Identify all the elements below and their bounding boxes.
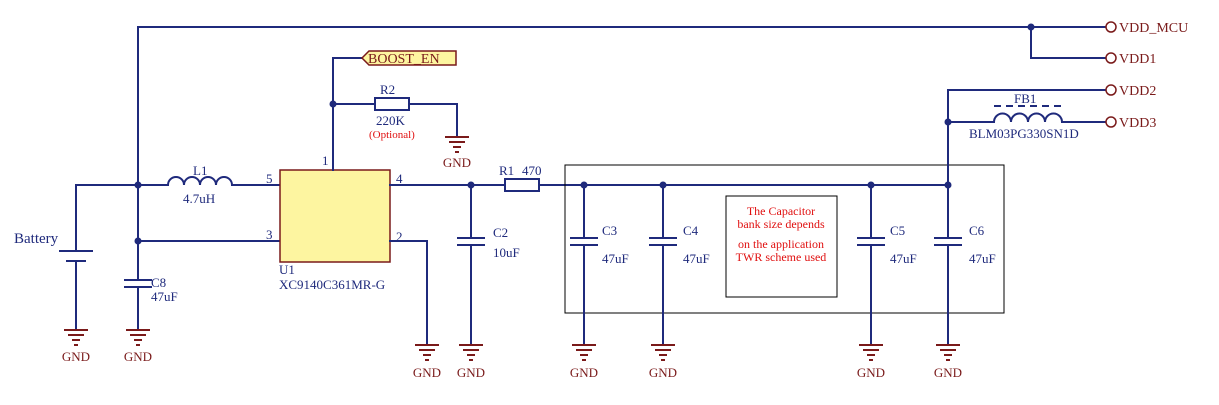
capacitor-c4: C4 47uF — [649, 184, 710, 346]
battery-label: Battery — [14, 231, 59, 247]
net-port-vdd2: VDD2 — [1105, 84, 1156, 99]
svg-text:GND: GND — [62, 349, 90, 364]
capacitor-c2: C2 10uF — [457, 184, 520, 346]
svg-text:The Capacitor: The Capacitor — [747, 204, 815, 218]
svg-text:GND: GND — [124, 349, 152, 364]
net-port-vdd3: VDD3 — [1105, 116, 1156, 131]
svg-text:470: 470 — [522, 163, 542, 178]
svg-text:VDD2: VDD2 — [1119, 84, 1156, 99]
ground-symbol: GND — [934, 344, 962, 380]
svg-text:GND: GND — [934, 365, 962, 380]
capacitor-c8: C8 47uF — [124, 184, 178, 331]
svg-text:(Optional): (Optional) — [369, 129, 415, 141]
svg-text:47uF: 47uF — [890, 251, 917, 266]
svg-text:47uF: 47uF — [602, 251, 629, 266]
capacitor-bank-note: The Capacitor bank size depends on the a… — [725, 195, 838, 298]
svg-text:10uF: 10uF — [493, 245, 520, 260]
svg-text:4: 4 — [396, 171, 403, 186]
svg-text:C2: C2 — [493, 225, 508, 240]
svg-text:C5: C5 — [890, 223, 905, 238]
svg-text:on the application: on the application — [738, 237, 824, 251]
capacitor-c3: C3 47uF — [570, 184, 629, 346]
svg-text:TWR scheme used: TWR scheme used — [736, 250, 827, 264]
svg-text:VDD3: VDD3 — [1119, 116, 1156, 131]
svg-text:L1: L1 — [193, 163, 207, 178]
svg-text:VDD_MCU: VDD_MCU — [1119, 21, 1188, 36]
svg-text:4.7uH: 4.7uH — [183, 191, 215, 206]
svg-text:R1: R1 — [499, 163, 514, 178]
ground-symbol: GND — [124, 329, 152, 364]
ground-symbol: GND — [443, 136, 471, 170]
capacitor-c5: C5 47uF — [857, 184, 917, 346]
svg-text:XC9140C361MR-G: XC9140C361MR-G — [279, 277, 385, 292]
svg-text:FB1: FB1 — [1014, 91, 1036, 106]
svg-text:VDD1: VDD1 — [1119, 52, 1156, 67]
svg-text:U1: U1 — [279, 262, 295, 277]
svg-text:GND: GND — [570, 365, 598, 380]
vdd-rail — [137, 23, 1106, 186]
net-port-vdd1: VDD1 — [1105, 52, 1156, 67]
svg-text:R2: R2 — [380, 82, 395, 97]
battery-symbol: Battery — [14, 184, 139, 331]
ground-symbol: GND — [62, 329, 90, 364]
ground-symbol: GND — [457, 344, 485, 380]
svg-text:GND: GND — [443, 155, 471, 170]
net-port-vdd-mcu: VDD_MCU — [1105, 21, 1188, 36]
svg-text:GND: GND — [649, 365, 677, 380]
ground-symbol: GND — [413, 344, 441, 380]
svg-text:47uF: 47uF — [969, 251, 996, 266]
ferrite-bead-fb1: FB1 BLM03PG330SN1D — [947, 91, 1106, 141]
svg-text:2: 2 — [396, 229, 403, 244]
capacitor-c6: C6 47uF — [934, 184, 996, 346]
ground-symbol: GND — [649, 344, 677, 380]
svg-text:C3: C3 — [602, 223, 617, 238]
ic-u1: 5 3 4 2 1 U1 XC9140C361MR-G — [266, 153, 403, 292]
svg-text:C6: C6 — [969, 223, 985, 238]
svg-text:GND: GND — [857, 365, 885, 380]
svg-text:GND: GND — [457, 365, 485, 380]
svg-text:BOOST_EN: BOOST_EN — [368, 52, 440, 67]
ground-symbol: GND — [570, 344, 598, 380]
svg-text:BLM03PG330SN1D: BLM03PG330SN1D — [969, 126, 1079, 141]
svg-text:1: 1 — [322, 153, 329, 168]
svg-text:5: 5 — [266, 171, 273, 186]
svg-text:C4: C4 — [683, 223, 699, 238]
svg-text:bank size depends: bank size depends — [737, 217, 825, 231]
svg-text:47uF: 47uF — [683, 251, 710, 266]
svg-text:220K: 220K — [376, 113, 406, 128]
capacitor-bank-box — [564, 164, 1005, 314]
svg-text:3: 3 — [266, 227, 273, 242]
boost-en-net: BOOST_EN — [329, 50, 457, 171]
ground-symbol: GND — [857, 344, 885, 380]
inductor-l1: L1 4.7uH — [137, 163, 281, 206]
svg-text:47uF: 47uF — [151, 289, 178, 304]
svg-text:GND: GND — [413, 365, 441, 380]
resistor-r1: R1 470 — [499, 163, 949, 192]
svg-text:C8: C8 — [151, 275, 166, 290]
resistor-r2: R2 220K (Optional) — [332, 82, 458, 141]
